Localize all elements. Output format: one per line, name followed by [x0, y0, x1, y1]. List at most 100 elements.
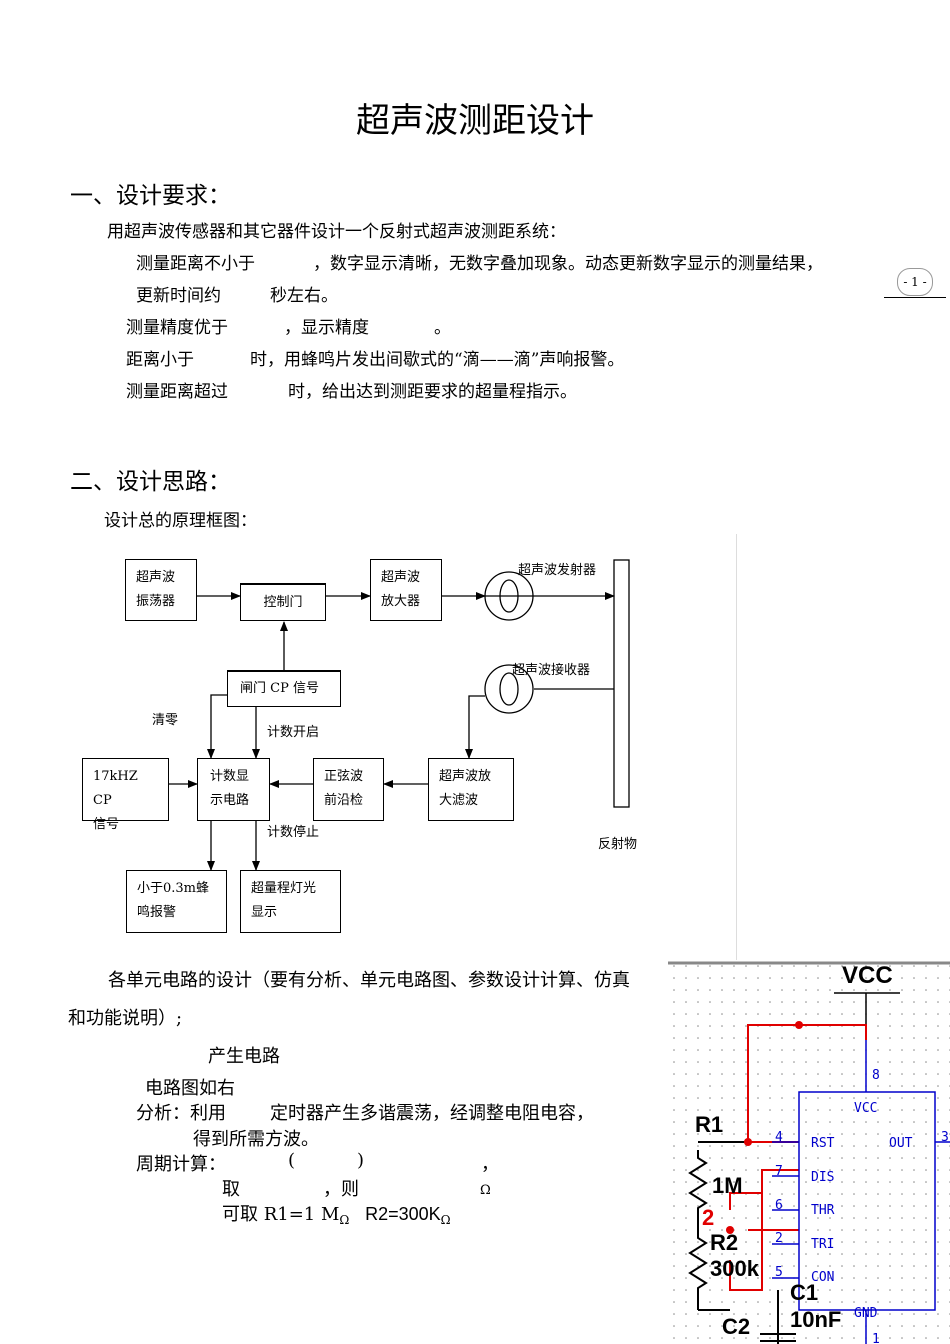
block-counter-line1: 计数显: [210, 769, 250, 784]
circuit-r2-label: R2: [710, 1230, 739, 1255]
ic-con-label: CON: [811, 1270, 835, 1285]
page-number-badge: - 1 -: [897, 268, 933, 296]
circuit-figure-note: 电路图如右: [145, 1078, 235, 1099]
pin-4: 4: [775, 1130, 783, 1145]
circuit-wires: [668, 960, 950, 1344]
column-divider: [736, 534, 737, 962]
page-number-rule: [884, 297, 946, 298]
req2-part-b: ，显示精度: [284, 318, 369, 338]
block-counter-display: 计数显 示电路: [197, 758, 270, 821]
block-alarm: 小于0.3m蜂 鸣报警: [126, 870, 227, 933]
period-comma: ，: [481, 1154, 499, 1175]
omega-unit: Ω: [480, 1183, 491, 1198]
req1-part-b: ，数字显示清晰，无数字叠加现象。动态更新数字显示的测量结果，: [313, 254, 823, 274]
circuit-c1-label: C1: [790, 1280, 819, 1305]
pin-2: 2: [775, 1231, 783, 1246]
pin-7: 7: [775, 1164, 783, 1179]
choose-r2-omega: Ω: [440, 1213, 451, 1227]
block-clock-line1: 17kHZ CP: [93, 769, 138, 808]
choose-r1: 可取 R1=1 M: [222, 1204, 340, 1225]
circuit-schematic: VCC R1 1M 2 R2 300k C1 10nF C2 8 4 7 6 2…: [668, 960, 950, 1344]
block-counter-line2: 示电路: [210, 793, 250, 808]
ic-rst-label: RST: [811, 1136, 835, 1151]
label-clear: 清零: [152, 713, 179, 728]
pin-5: 5: [775, 1265, 783, 1280]
block-clock: 17kHZ CP 信号: [82, 758, 169, 832]
ic-out-label: OUT: [889, 1136, 913, 1151]
circuit-r1-value: 1M: [712, 1173, 743, 1198]
ic-vcc-label: VCC: [854, 1101, 878, 1116]
block-sine-line1: 正弦波: [324, 769, 364, 784]
unit-design-text-2: 和功能说明）;: [68, 1008, 183, 1029]
label-receiver: 超声波接收器: [512, 663, 591, 678]
block-sine-line2: 前沿检: [324, 793, 364, 808]
take-label: 取: [222, 1179, 240, 1200]
block-amplifier-line2: 放大器: [381, 594, 421, 609]
ic-tri-label: TRI: [811, 1237, 835, 1252]
block-sine-detect: 正弦波 前沿检: [313, 758, 384, 821]
req2-part-a: 测量精度优于: [126, 318, 228, 338]
pin-3: 3: [941, 1130, 949, 1145]
circuit-node-2: 2: [702, 1205, 715, 1230]
diagram-caption: 设计总的原理框图：: [104, 511, 257, 531]
block-filter-line2: 大滤波: [439, 793, 479, 808]
circuit-r2-value: 300k: [710, 1256, 759, 1281]
label-reflector: 反射物: [598, 837, 638, 852]
block-overrange: 超量程灯光 显示: [240, 870, 341, 933]
choose-r2: R2=300K: [365, 1204, 441, 1224]
analysis-part-c: 得到所需方波。: [193, 1129, 319, 1150]
unit-design-text-1: 各单元电路的设计（要有分析、单元电路图、参数设计计算、仿真: [108, 970, 630, 991]
block-clock-line2: 信号: [93, 817, 120, 832]
block-oscillator-line1: 超声波: [136, 570, 176, 585]
block-overrange-line2: 显示: [251, 905, 278, 920]
circuit-c1-value: 10nF: [790, 1307, 842, 1332]
label-count-stop: 计数停止: [267, 825, 320, 840]
pin-1: 1: [872, 1332, 880, 1344]
block-diagram: 超声波 振荡器 控制门 超声波 放大器 闸门 CP 信号 17kHZ CP 信号…: [82, 559, 638, 933]
pin-6: 6: [775, 1198, 783, 1213]
then-label: ，则: [323, 1179, 359, 1200]
ic-thr-label: THR: [811, 1203, 835, 1218]
req4-part-a: 测量距离超过: [126, 382, 228, 402]
block-gate-cp-label: 闸门 CP 信号: [240, 681, 319, 696]
period-label: 周期计算：: [136, 1154, 226, 1175]
generator-title: 产生电路: [208, 1046, 280, 1067]
circuit-c2-label: C2: [722, 1314, 751, 1339]
req3-part-a: 距离小于: [126, 350, 194, 370]
period-close-paren: ): [357, 1150, 365, 1171]
ic-dis-label: DIS: [811, 1170, 835, 1185]
block-control-gate: 控制门: [240, 583, 326, 621]
block-filter-line1: 超声波放: [439, 769, 492, 784]
analysis-part-a: 分析：利用: [136, 1103, 226, 1124]
circuit-r1-label: R1: [695, 1112, 724, 1137]
intro-text: 用超声波传感器和其它器件设计一个反射式超声波测距系统：: [107, 222, 566, 242]
block-amplifier-line1: 超声波: [381, 570, 421, 585]
req3-part-b: 时，用蜂鸣片发出间歇式的“滴——滴”声响报警。: [250, 350, 625, 370]
ic-gnd-label: GND: [854, 1306, 878, 1321]
label-transmitter: 超声波发射器: [518, 563, 597, 578]
label-count-start: 计数开启: [267, 725, 320, 740]
pin-8: 8: [872, 1068, 880, 1083]
circuit-vcc-label: VCC: [842, 962, 893, 989]
period-open-paren: (: [288, 1150, 296, 1171]
block-gate-cp: 闸门 CP 信号: [227, 670, 341, 707]
block-overrange-line1: 超量程灯光: [251, 881, 317, 896]
req2-part-c: 。: [434, 318, 451, 338]
choose-r1-omega: Ω: [339, 1213, 350, 1227]
block-control-gate-label: 控制门: [263, 595, 303, 610]
req4-part-b: 时，给出达到测距要求的超量程指示。: [288, 382, 577, 402]
block-amplifier: 超声波 放大器: [370, 559, 442, 621]
page-number: - 1 -: [903, 275, 927, 289]
analysis-part-b: 定时器产生多谐震荡，经调整电阻电容，: [270, 1103, 594, 1124]
choose-values: 可取 R1=1 MΩ R2=300KΩ: [222, 1200, 451, 1227]
block-diagram-arrows: [169, 559, 630, 871]
block-oscillator: 超声波 振荡器: [125, 559, 197, 621]
block-alarm-line1: 小于0.3m蜂: [137, 881, 210, 896]
req1-part-a: 测量距离不小于: [136, 254, 255, 274]
page-title: 超声波测距设计: [356, 101, 594, 141]
block-filter: 超声波放 大滤波: [428, 758, 514, 821]
block-alarm-line2: 鸣报警: [137, 905, 177, 920]
req1-part-c: 更新时间约: [136, 286, 221, 306]
req1-part-d: 秒左右。: [270, 286, 338, 306]
section1-heading: 一、设计要求：: [70, 183, 231, 209]
